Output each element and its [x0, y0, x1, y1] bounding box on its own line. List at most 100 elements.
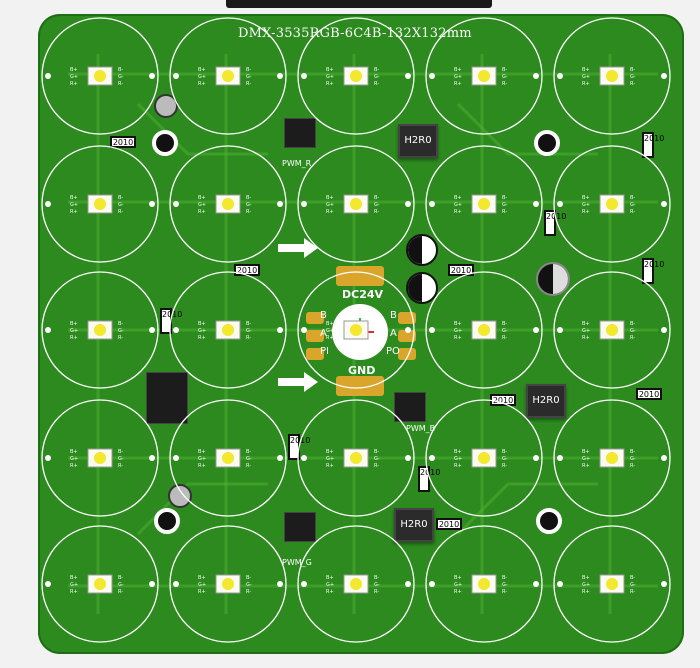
- pin-label: R+: [454, 463, 462, 469]
- pin-label: B+: [326, 575, 334, 581]
- pin-label: R+: [582, 589, 590, 595]
- led-outline: [41, 145, 159, 263]
- pin-label: G-: [630, 74, 636, 80]
- pin-label: R+: [582, 209, 590, 215]
- led-outline: [297, 525, 415, 643]
- pin-label: G+: [454, 74, 462, 80]
- pin-label: G-: [630, 456, 636, 462]
- capacitor-e3: [536, 262, 570, 296]
- resistor-jp5: 2010: [418, 466, 440, 492]
- pin-label: B-: [630, 195, 635, 201]
- led-die: [222, 324, 234, 336]
- pin-label: R+: [326, 81, 334, 87]
- pin-label: B+: [198, 321, 206, 327]
- led-outline: [425, 145, 543, 263]
- pin-label: B-: [502, 321, 507, 327]
- led-outline: [297, 399, 415, 517]
- pin-label: R-: [502, 209, 507, 215]
- pin-label: B-: [118, 449, 123, 455]
- pin-label: G-: [502, 456, 508, 462]
- pin-label: B+: [198, 67, 206, 73]
- pin-label: B-: [502, 449, 507, 455]
- pin-label: R+: [326, 209, 334, 215]
- resistor-jp4: 2010: [636, 388, 662, 400]
- via-hole: [405, 327, 411, 333]
- via-hole: [149, 327, 155, 333]
- via-hole: [557, 73, 563, 79]
- inductor-l2: H2R0: [526, 384, 566, 418]
- pin-label: G+: [198, 202, 206, 208]
- toolbar-strip: [226, 0, 492, 8]
- pin-label: B-: [246, 195, 251, 201]
- via-hole: [429, 73, 435, 79]
- pin-label: B+: [70, 195, 78, 201]
- pin-label: G+: [70, 328, 78, 334]
- pin-label: B+: [198, 195, 206, 201]
- via-hole: [661, 201, 667, 207]
- via-hole: [661, 455, 667, 461]
- pad-b-right-label: B: [390, 310, 397, 321]
- via-hole: [405, 73, 411, 79]
- led-die: [606, 452, 618, 464]
- led-cell: B+B-G+G-R+R-: [425, 271, 543, 389]
- led-die: [606, 198, 618, 210]
- led-outline: [169, 271, 287, 389]
- led-die: [606, 324, 618, 336]
- led-outline: [169, 17, 287, 135]
- pin-label: B-: [630, 575, 635, 581]
- controller-ic: [146, 372, 188, 424]
- pin-label: B+: [326, 195, 334, 201]
- led-outline: [169, 145, 287, 263]
- pin-label: B-: [118, 575, 123, 581]
- via-hole: [277, 581, 283, 587]
- via-hole: [533, 455, 539, 461]
- pin-label: R-: [118, 463, 123, 469]
- led-outline: [553, 271, 671, 389]
- pin-label: G-: [502, 582, 508, 588]
- led-cell: B+B-G+G-R+R-: [553, 525, 671, 643]
- pin-label: R-: [118, 335, 123, 341]
- led-outline: [297, 271, 415, 389]
- pin-label: G+: [582, 74, 590, 80]
- led-die: [94, 452, 106, 464]
- pad-b-left: [306, 312, 324, 324]
- led-cell: B+B-G+G-R+R-: [41, 145, 159, 263]
- pin-label: R+: [454, 81, 462, 87]
- led-outline: [425, 271, 543, 389]
- led-outline: [41, 399, 159, 517]
- pin-label: R-: [630, 81, 635, 87]
- via-hole: [557, 581, 563, 587]
- pin-label: R-: [630, 463, 635, 469]
- pin-label: G-: [246, 456, 252, 462]
- pin-label: R+: [454, 209, 462, 215]
- pin-label: R+: [326, 463, 334, 469]
- pwm-r-label: PWM_R: [282, 159, 312, 168]
- via-hole: [661, 581, 667, 587]
- led-die: [94, 198, 106, 210]
- pin-label: G+: [582, 202, 590, 208]
- pin-label: G+: [198, 582, 206, 588]
- led-cell: B+B-G+G-R+R-: [553, 271, 671, 389]
- via-hole: [45, 455, 51, 461]
- resistor-jp2: 2010: [642, 132, 664, 158]
- via-hole: [173, 73, 179, 79]
- pin-label: G+: [326, 328, 334, 334]
- pin-label: G-: [246, 328, 252, 334]
- pin-label: G+: [454, 582, 462, 588]
- via-hole: [45, 73, 51, 79]
- pin-label: G+: [454, 202, 462, 208]
- pin-label: G-: [118, 582, 124, 588]
- pin-label: R+: [198, 81, 206, 87]
- led-die: [478, 198, 490, 210]
- led-cell: B+B-G+G-R+R-: [169, 525, 287, 643]
- pin-label: R+: [582, 463, 590, 469]
- via-hole: [149, 455, 155, 461]
- led-outline: [425, 17, 543, 135]
- pad-a-left-label: A: [320, 328, 327, 339]
- led-cell: B+B-G+G-R+R-: [169, 145, 287, 263]
- via-hole: [45, 201, 51, 207]
- mounting-hole-bl: [154, 508, 180, 534]
- pin-label: G-: [118, 328, 124, 334]
- pad-pi: [306, 348, 324, 360]
- led-die: [350, 578, 362, 590]
